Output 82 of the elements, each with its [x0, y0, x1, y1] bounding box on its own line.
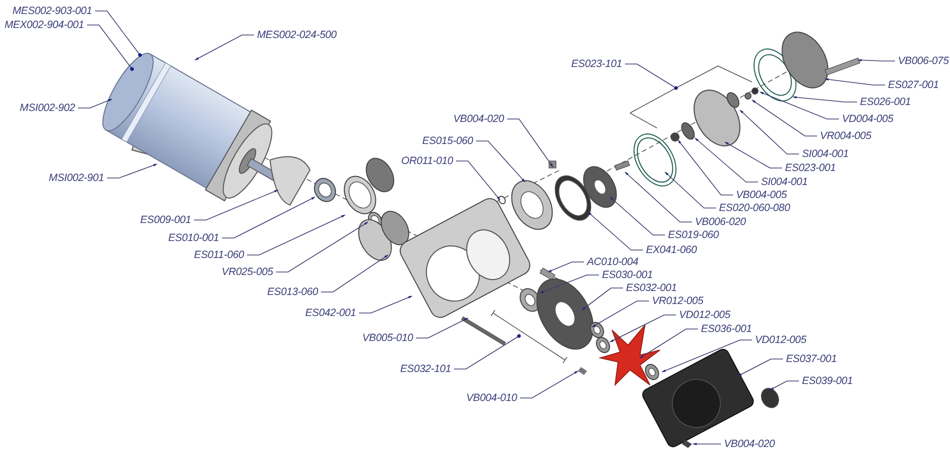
part-number: VB004-010: [466, 392, 517, 404]
part-number: VR004-005: [820, 130, 872, 142]
leader-line: [624, 172, 692, 222]
part-number: OR011-010: [401, 155, 453, 167]
part-number: VB004-020: [724, 438, 775, 450]
leader-line: [610, 314, 676, 342]
part-number: ES032-101: [400, 363, 451, 375]
part-number: SI004-001: [761, 176, 808, 188]
part-number: ES032-001: [626, 282, 677, 294]
part-number: ES027-001: [888, 79, 939, 91]
leader-line: [692, 442, 722, 446]
leader-line: [540, 274, 600, 294]
leader-line: [86, 24, 134, 71]
part-number: VB006-020: [695, 216, 746, 228]
part-number: ES042-001: [305, 307, 356, 319]
leader-line: [476, 140, 526, 182]
part-number: VD004-005: [842, 113, 894, 125]
part-number: ES026-001: [860, 96, 911, 108]
part-number: VB005-010: [362, 332, 413, 344]
leader-line: [194, 190, 278, 220]
part-number: VB006-075: [898, 55, 949, 67]
leader-line: [548, 262, 584, 272]
leader-line: [624, 64, 678, 90]
leader-line: [694, 138, 758, 182]
leader-line: [358, 296, 412, 314]
part-number: ES013-060: [267, 286, 318, 298]
leader-line: [520, 370, 578, 398]
part-number: ES015-060: [422, 135, 473, 147]
leader-line: [592, 300, 650, 328]
leader-line: [678, 140, 734, 196]
part-number: ES009-001: [140, 214, 191, 226]
part-number: ES030-001: [602, 269, 653, 281]
part-number: ES039-001: [802, 375, 853, 387]
leader-line: [662, 340, 752, 372]
leader-line: [770, 380, 800, 390]
part-number: VD012-005: [679, 309, 730, 321]
part-number: ES020-060-080: [719, 202, 790, 214]
leader-line: [824, 78, 886, 86]
leader-line: [724, 142, 782, 168]
part-number: AC010-004: [587, 256, 638, 268]
leader-line: [760, 92, 840, 120]
part-number: MSI002-902: [20, 102, 75, 114]
part-number: VR025-005: [222, 266, 273, 278]
part-number: VB004-005: [736, 189, 787, 201]
leader-line: [506, 118, 554, 168]
leader-line: [858, 58, 896, 62]
part-number: MSI002-901: [48, 172, 104, 184]
leader-line: [640, 328, 698, 358]
part-number: ES036-001: [701, 323, 752, 335]
part-number: ES037-001: [786, 353, 837, 365]
leader-line: [588, 212, 644, 250]
part-number: ES023-001: [785, 162, 836, 174]
leader-line: [78, 98, 112, 108]
leader-line: [738, 358, 784, 376]
part-number: MEX002-904-001: [4, 19, 84, 31]
leader-line: [752, 100, 818, 136]
leader-line: [320, 254, 388, 292]
part-number: ES010-001: [168, 232, 219, 244]
part-number: ES011-060: [194, 249, 244, 261]
part-number: ES019-060: [668, 229, 719, 241]
leader-line: [246, 214, 346, 256]
leader-line: [106, 164, 158, 178]
leader-line: [456, 160, 500, 200]
leader-line: [276, 222, 368, 272]
leader-line: [194, 34, 254, 60]
leader-line: [416, 318, 468, 338]
leader-line: [454, 334, 521, 370]
part-number: VB004-020: [453, 113, 504, 125]
part-number: SI004-001: [802, 148, 849, 160]
part-number: MES002-024-500: [257, 29, 337, 41]
leader-line: [582, 288, 624, 310]
part-number: ES023-101: [571, 58, 622, 70]
part-number: MES002-903-001: [12, 5, 92, 17]
part-number: VR012-005: [652, 295, 704, 307]
leader-line: [792, 96, 858, 102]
leader-line: [610, 196, 666, 236]
leader-line: [740, 110, 800, 154]
leader-line: [94, 10, 142, 57]
part-number: EX041-060: [646, 244, 697, 256]
part-number: VD012-005: [755, 334, 806, 346]
leader-line: [664, 172, 716, 208]
leader-line: [222, 196, 316, 238]
